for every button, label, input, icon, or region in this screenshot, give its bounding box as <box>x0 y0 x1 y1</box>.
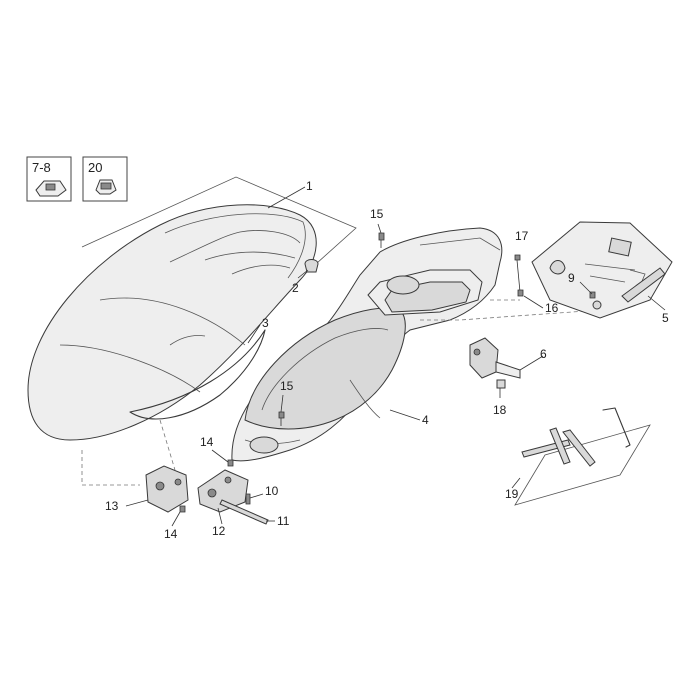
rear-rack-plate <box>531 221 673 319</box>
clip-icon <box>95 179 117 195</box>
leader-lines <box>125 186 666 527</box>
legend-box-7-8: 7-8 <box>26 156 72 202</box>
screw-14-right <box>227 459 234 467</box>
lock-bracket <box>145 465 189 513</box>
part-label-4: 4 <box>422 413 429 427</box>
part-label-5: 5 <box>662 311 669 325</box>
support-bracket <box>469 337 521 379</box>
tool-kit <box>514 407 651 506</box>
seat <box>27 176 357 441</box>
part-label-16: 16 <box>545 301 559 315</box>
part-label-1: 1 <box>306 179 313 193</box>
part-label-3: 3 <box>262 316 269 330</box>
part-label-11: 11 <box>277 514 290 528</box>
part-label-19: 19 <box>505 487 519 501</box>
nut-18 <box>496 379 506 389</box>
part-label-14-left: 14 <box>164 527 178 541</box>
part-label-14-right: 14 <box>200 435 214 449</box>
clip-nut-icon <box>35 180 67 197</box>
seat-seal <box>129 329 266 420</box>
part-label-10: 10 <box>265 484 279 498</box>
part-label-9: 9 <box>568 271 575 285</box>
helmet-compartment <box>231 227 503 462</box>
bolt-17 <box>514 254 524 297</box>
legend-box-20: 20 <box>82 156 128 202</box>
part-label-6: 6 <box>540 347 547 361</box>
seat-bumper <box>304 259 319 273</box>
part-label-12: 12 <box>212 524 226 538</box>
hinge-spring <box>245 493 251 505</box>
bolt-15-top <box>378 232 385 248</box>
hinge-bracket <box>197 469 249 513</box>
bolt-15-bottom <box>278 411 285 426</box>
part-label-13: 13 <box>105 499 119 513</box>
part-label-15-bottom: 15 <box>280 379 294 393</box>
part-labels: 1 2 3 4 5 6 9 10 11 12 13 14 14 15 15 16… <box>105 179 669 541</box>
screw-14-left <box>179 505 186 513</box>
part-label-17: 17 <box>515 229 529 243</box>
part-label-18: 18 <box>493 403 507 417</box>
part-label-2: 2 <box>292 281 299 295</box>
legend-label-20: 20 <box>88 160 102 175</box>
part-label-15-top: 15 <box>370 207 384 221</box>
hinge-pin <box>219 499 269 525</box>
legend-label-7-8: 7-8 <box>32 160 51 175</box>
